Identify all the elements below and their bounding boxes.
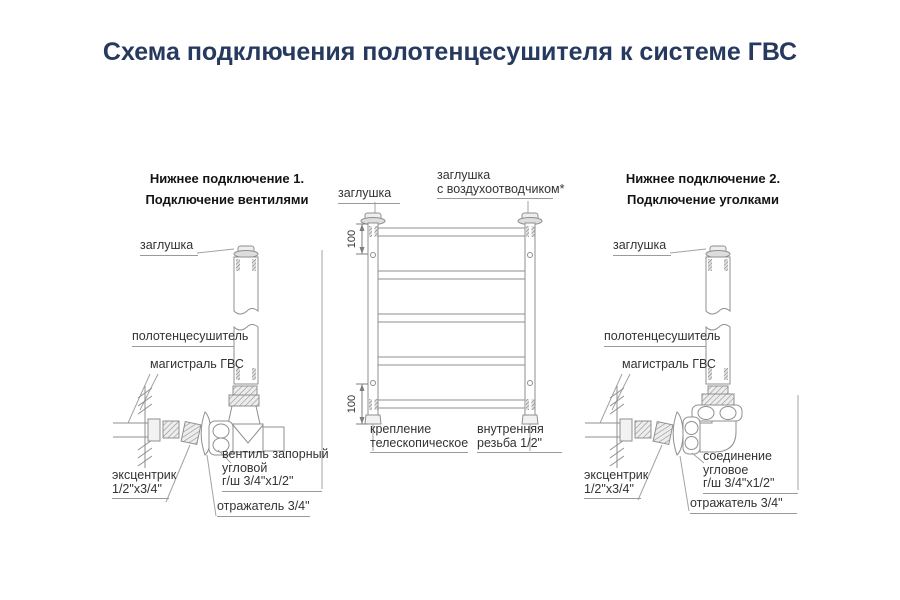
right-wall bbox=[609, 386, 625, 468]
right-reflector-label: отражатель 3/4" bbox=[690, 496, 797, 514]
air-vent-label-line1: заглушка bbox=[437, 168, 491, 182]
left-reflector-label: отражатель 3/4" bbox=[217, 499, 310, 517]
right-connection-drawing bbox=[585, 245, 799, 512]
air-vent-label-line2: с воздухоотводчиком* bbox=[437, 181, 565, 196]
towel-rail-drawing bbox=[356, 201, 543, 451]
elbow-label-line1: соединение bbox=[703, 449, 772, 463]
right-towel-rail-label: полотенцесушитель bbox=[604, 329, 720, 347]
right-heading-line1: Нижнее подключение 2. bbox=[625, 171, 781, 186]
mount-label-line2: телескопическое bbox=[370, 435, 469, 450]
right-elbow-label: соединение угловое г/ш 3/4"x1/2" bbox=[703, 449, 798, 494]
right-angle-elbow bbox=[682, 385, 743, 455]
mount-label: крепление телескопическое bbox=[370, 422, 469, 453]
left-heading-line1: Нижнее подключение 1. bbox=[149, 171, 305, 186]
mount-label-line1: крепление bbox=[370, 422, 432, 436]
thread-label-line1: внутренняя bbox=[477, 422, 544, 436]
right-cap-label: заглушка bbox=[613, 238, 671, 256]
right-eccentric-fitting bbox=[634, 420, 674, 446]
eccentric-label-line1: эксцентрик bbox=[112, 468, 177, 482]
left-cap-label: заглушка bbox=[140, 238, 198, 256]
eccentric-label-line2: 1/2"x3/4" bbox=[112, 481, 162, 496]
page-title: Схема подключения полотенцесушителя к си… bbox=[102, 38, 798, 66]
right-heading-line2: Подключение уголками bbox=[626, 192, 780, 207]
dimension-bottom bbox=[356, 383, 368, 425]
ladder-rungs bbox=[377, 227, 526, 409]
left-wall bbox=[137, 386, 153, 468]
right-panel-heading: Нижнее подключение 2. Подключение уголка… bbox=[590, 168, 816, 210]
left-eccentric-label: эксцентрик 1/2"x3/4" bbox=[112, 468, 177, 499]
center-cap-label: заглушка bbox=[338, 186, 400, 204]
eccentric-label-line2: 1/2"x3/4" bbox=[584, 481, 634, 496]
right-reflector-dome bbox=[672, 411, 684, 456]
dimension-bottom-label: 100 bbox=[346, 394, 358, 414]
left-heading-line2: Подключение вентилями bbox=[145, 192, 309, 207]
valve-label-line3: г/ш 3/4"x1/2" bbox=[222, 474, 294, 488]
air-vent-cap-label: заглушка с воздухоотводчиком* bbox=[437, 168, 565, 199]
left-connection-drawing bbox=[113, 245, 323, 517]
left-panel-heading: Нижнее подключение 1. Подключение вентил… bbox=[114, 168, 340, 210]
left-towel-rail-label: полотенцесушитель bbox=[132, 329, 248, 347]
left-eccentric-fitting bbox=[162, 420, 202, 446]
left-angle-valve bbox=[208, 385, 285, 456]
thread-label-line2: резьба 1/2" bbox=[477, 435, 542, 450]
valve-label-line1: вентиль запорный bbox=[222, 447, 329, 461]
thread-label: внутренняя резьба 1/2" bbox=[477, 422, 562, 453]
left-valve-label: вентиль запорный угловой г/ш 3/4"x1/2" bbox=[222, 447, 329, 492]
eccentric-label-line1: эксцентрик bbox=[584, 468, 649, 482]
dimension-top bbox=[356, 223, 368, 255]
valve-label-line2: угловой bbox=[222, 460, 268, 475]
left-main-line-label: магистраль ГВС bbox=[150, 357, 244, 371]
elbow-label-line3: г/ш 3/4"x1/2" bbox=[703, 476, 775, 490]
right-main-line-label: магистраль ГВС bbox=[622, 357, 716, 371]
elbow-label-line2: угловое bbox=[703, 462, 749, 477]
dimension-top-label: 100 bbox=[346, 229, 358, 249]
right-eccentric-label: эксцентрик 1/2"x3/4" bbox=[584, 468, 649, 499]
